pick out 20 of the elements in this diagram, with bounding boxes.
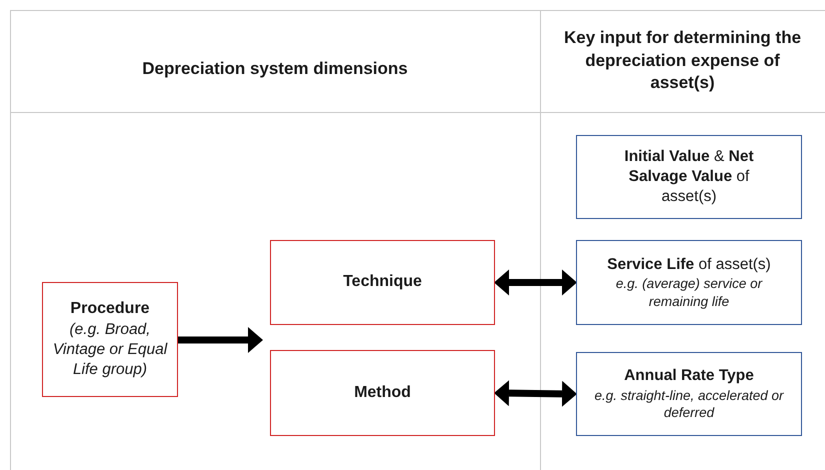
text-box <box>270 240 495 325</box>
text-box <box>576 135 802 219</box>
box-heading: Technique <box>343 272 422 292</box>
box-heading: Service Life of asset(s) <box>607 254 771 275</box>
column-header: Key input for determining the depreciation expense of asset(s) <box>562 26 802 94</box>
box-heading: Method <box>354 382 411 403</box>
box-note: (e.g. Broad, Vintage or Equal Life group) <box>52 320 168 380</box>
block-arrow <box>494 270 577 296</box>
column-header: Depreciation system dimensions <box>141 58 409 80</box>
box-heading: Annual Rate Type <box>624 366 754 386</box>
box-note: e.g. straight-line, accelerated or deferred <box>593 386 785 422</box>
text-box <box>270 350 495 436</box>
text-box <box>576 240 802 325</box>
block-arrow <box>178 327 263 353</box>
box-heading: Initial Value & Net Salvage Value of asset(s) <box>623 146 755 208</box>
text-box <box>576 352 802 436</box>
box-heading: Procedure <box>70 298 150 319</box>
block-arrow <box>494 380 577 407</box>
text-box <box>42 282 178 397</box>
box-note: e.g. (average) service or remaining life <box>614 275 764 310</box>
